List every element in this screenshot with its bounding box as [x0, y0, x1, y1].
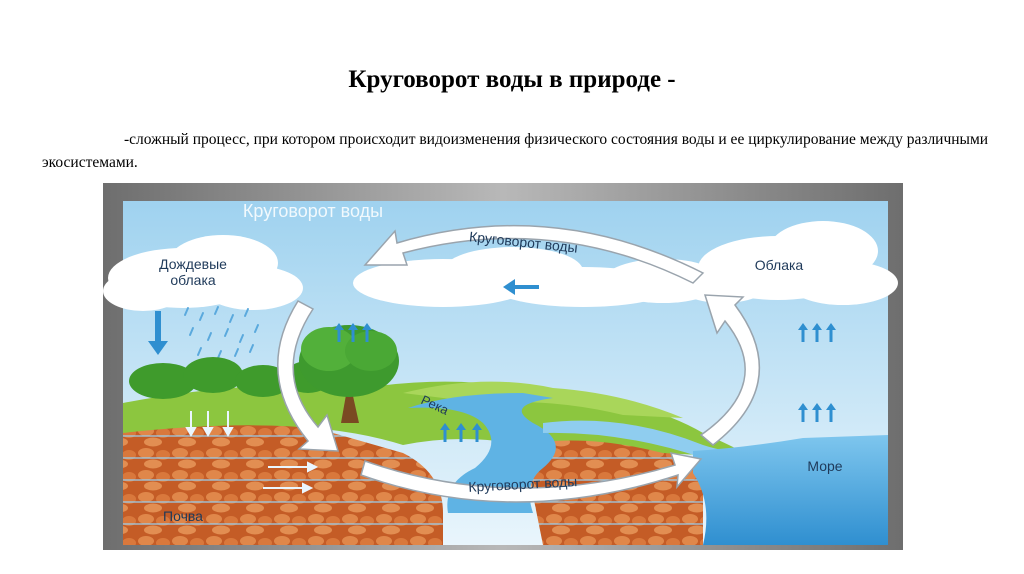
label-clouds: Облака [755, 257, 804, 273]
grass-highlight [403, 381, 683, 418]
label-sea: Море [807, 458, 842, 474]
rain-drops [184, 306, 259, 359]
tree [299, 325, 399, 423]
label-bottom-arrow: Круговорот воды [468, 473, 578, 495]
water-cycle-illustration: Круговорот воды [103, 183, 903, 550]
rain-cloud [103, 235, 303, 311]
cycle-arrow-right [699, 294, 761, 446]
cycle-arrow-left [277, 300, 340, 452]
water-cycle-diagram: Круговорот воды [103, 183, 903, 550]
underground-arrows [185, 411, 319, 494]
evaporation-arrows [334, 323, 836, 442]
river [408, 393, 556, 513]
soil-layer [123, 420, 443, 545]
label-rain-clouds-line1: Дождевые [159, 256, 227, 272]
cycle-arrow-bottom [360, 452, 703, 503]
slide-description: -сложный процесс, при котором происходит… [42, 131, 989, 171]
precipitation-arrow [148, 311, 168, 355]
label-soil: Почва [163, 508, 203, 524]
diagram-heading: Круговорот воды [243, 201, 383, 221]
right-cloud [678, 221, 898, 305]
sea [693, 435, 888, 545]
label-rain-clouds-line2: облака [170, 272, 216, 288]
wind-arrow [503, 279, 539, 295]
cycle-arrow-top [363, 224, 705, 284]
slide-title: Круговорот воды в природе - [348, 66, 676, 93]
middle-cloud [353, 247, 723, 307]
